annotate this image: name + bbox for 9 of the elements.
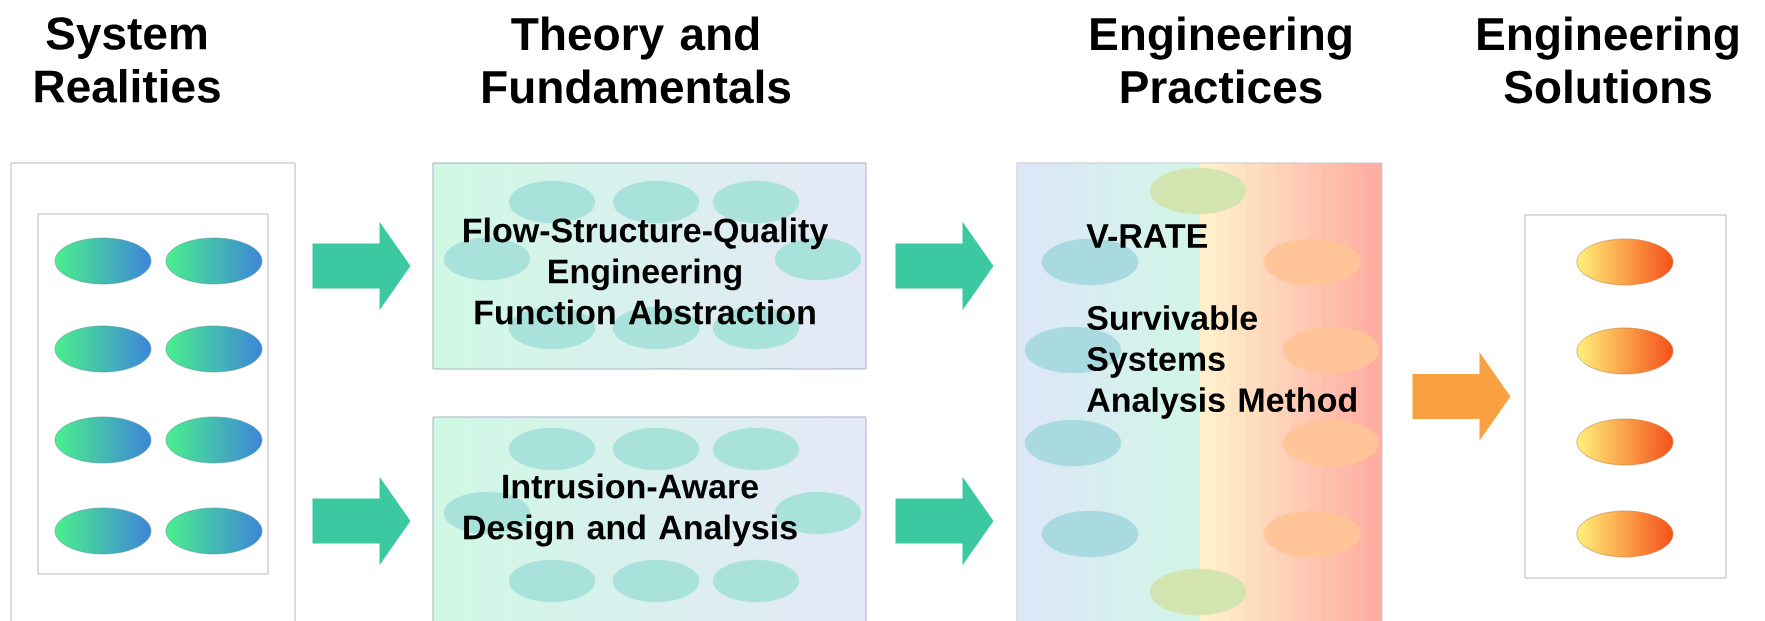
column-heading: Engineering Practices — [1091, 16, 1351, 104]
column-heading: System Realities — [35, 17, 220, 103]
method-box: Flow-Structure-Quality Engineering Function Abstraction — [432, 162, 867, 370]
column-heading: Engineering Solutions — [1478, 16, 1738, 104]
method-box: Intrusion-Aware Design and Analysis — [432, 416, 867, 621]
practice-panel: V-RATE Survivable Systems Analysis Method — [1016, 162, 1383, 621]
ellipse-panel — [10, 162, 296, 621]
column-heading: Theory and Fundamentals — [483, 16, 791, 104]
ellipse-panel — [1524, 214, 1727, 579]
